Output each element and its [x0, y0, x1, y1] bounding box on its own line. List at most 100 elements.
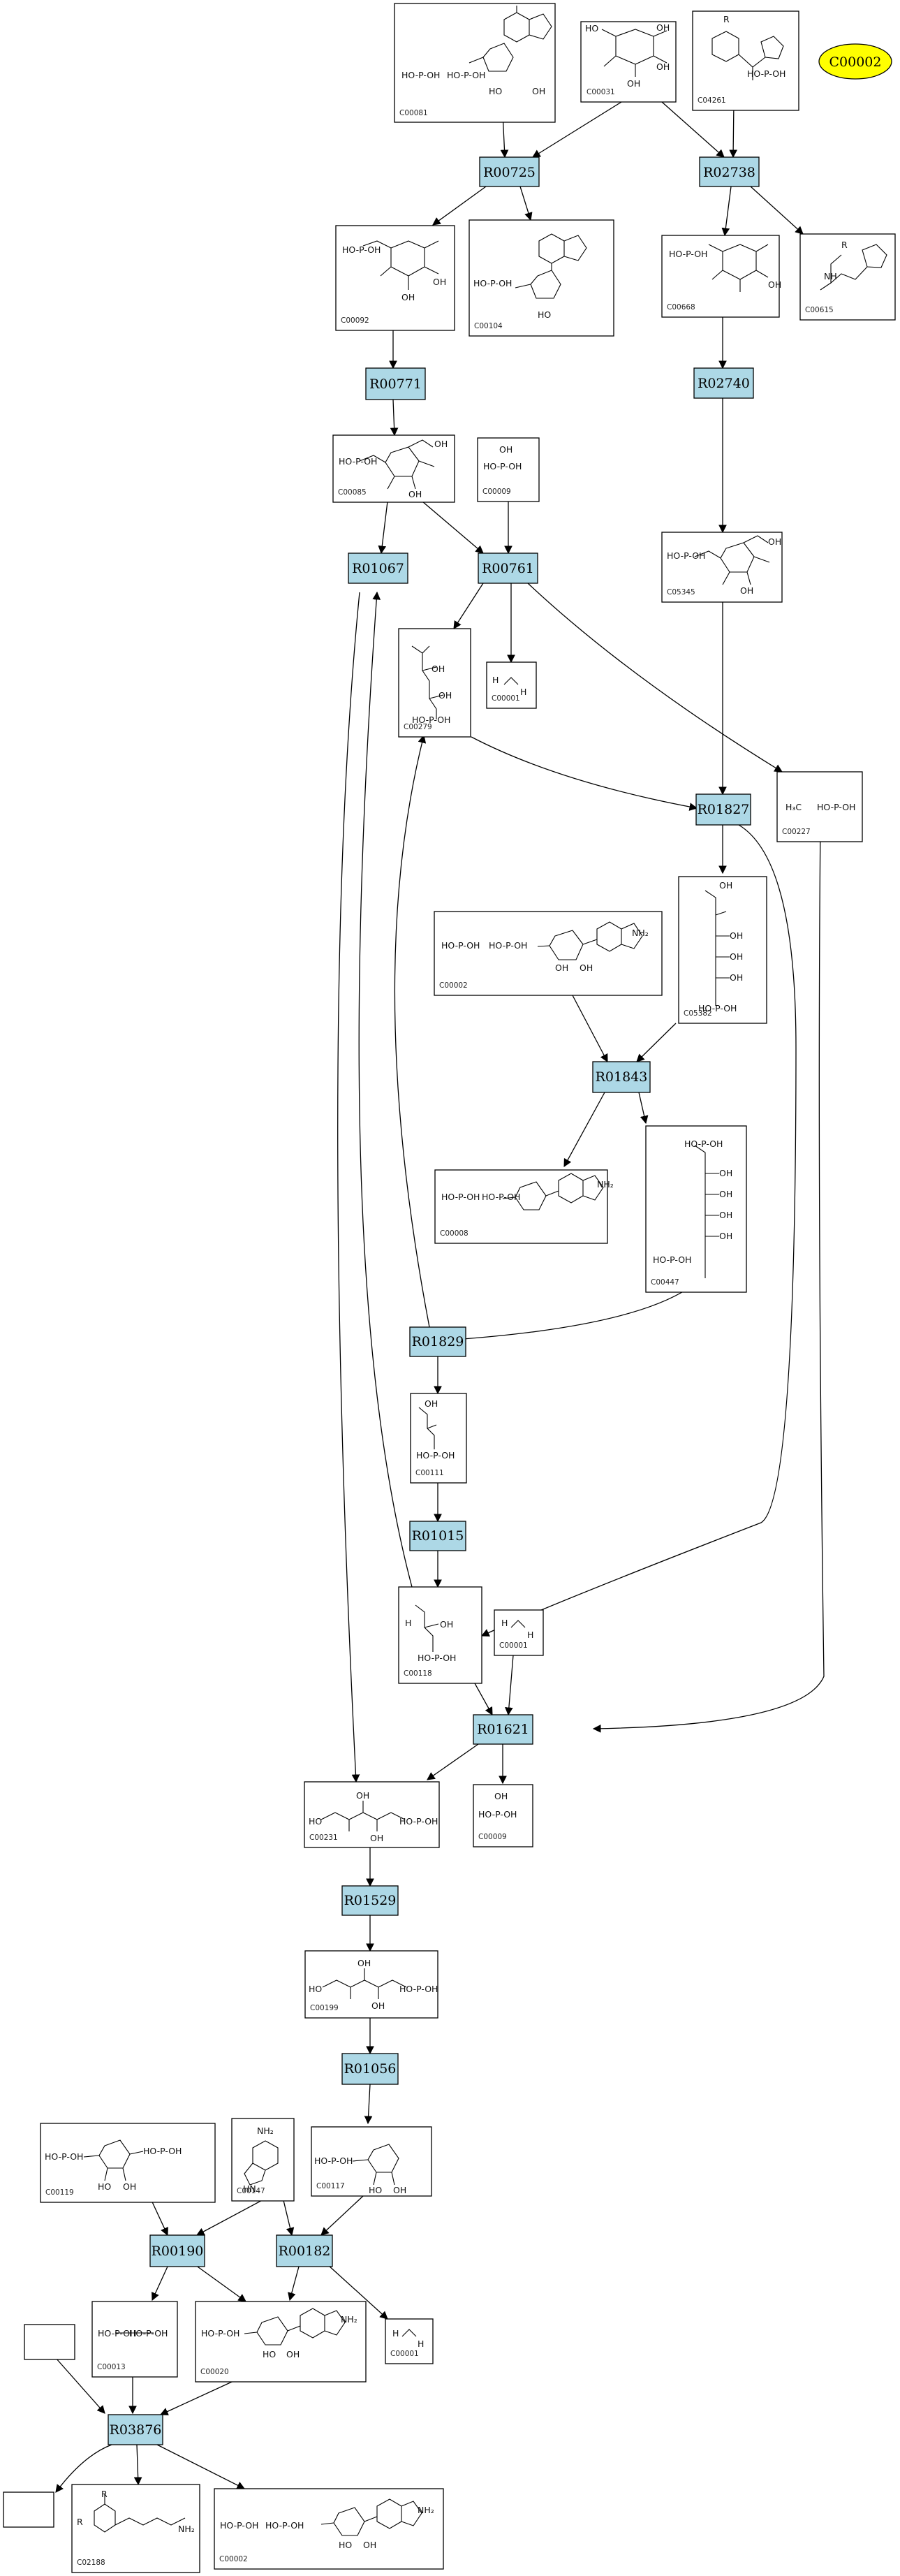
compound-box[interactable]: [304, 1781, 440, 1848]
reaction-node-r00725[interactable]: R00725: [479, 156, 540, 187]
edge: [133, 2444, 142, 2486]
hydroxyl-text: OH: [532, 86, 545, 96]
hydroxyl-text: OH: [740, 585, 753, 596]
reaction-node-r00190[interactable]: R00190: [149, 2234, 205, 2267]
compound-box[interactable]: [661, 532, 783, 603]
hydroxyl-text: OH: [356, 1790, 369, 1801]
svg-text:R02738: R02738: [703, 165, 755, 180]
compound-box[interactable]: [214, 2488, 444, 2570]
edge: [474, 1683, 493, 1716]
phosphate-text: HO-P-OH: [667, 550, 705, 561]
compound-box[interactable]: [304, 1950, 438, 2019]
compound-box[interactable]: [776, 771, 863, 842]
reaction-node-r01827[interactable]: R01827: [695, 793, 751, 826]
compound-label: C00147: [237, 2187, 265, 2195]
structure-c00092: [362, 240, 439, 290]
compound-box[interactable]: [580, 21, 677, 103]
edge: [636, 1023, 677, 1062]
edge: [196, 2197, 268, 2236]
reaction-node-r01843[interactable]: R01843: [592, 1061, 651, 1093]
hydroxyl-text: OH: [730, 930, 743, 941]
phosphate-text: HO-P-OH: [483, 461, 522, 471]
compound-box[interactable]: [3, 2491, 54, 2528]
hydroxyl-text: OH: [434, 439, 448, 449]
reaction-node-r01056[interactable]: R01056: [341, 2053, 399, 2085]
amine-text: NH₂: [597, 1179, 614, 1190]
reaction-node-r02740[interactable]: R02740: [693, 367, 754, 399]
hydroxyl-text: HO: [98, 2181, 111, 2192]
edge: [453, 583, 484, 629]
phosphate-text: HO-P-OH: [416, 1450, 455, 1461]
hydroxyl-text: HO: [339, 2540, 352, 2550]
compound-box[interactable]: [71, 2484, 200, 2573]
compound-box[interactable]: [231, 2118, 295, 2202]
compound-box[interactable]: [473, 1784, 533, 1847]
structure-text: HO-P-OH HO-P-OH HO OH HO OH OH OH R HO-P…: [45, 14, 855, 2550]
reaction-node-r00182[interactable]: R00182: [276, 2234, 333, 2267]
edge: [532, 101, 622, 158]
highlight-ellipse-c00002[interactable]: C00002: [818, 43, 892, 80]
phosphate-text: HO-P-OH: [201, 2328, 239, 2339]
reaction-node-r01621[interactable]: R01621: [473, 1714, 533, 1745]
reaction-node-r00771[interactable]: R00771: [365, 367, 426, 400]
reaction-node-r01829[interactable]: R01829: [409, 1326, 466, 1357]
compound-box[interactable]: [398, 1586, 482, 1684]
compound-label: C00002: [439, 981, 468, 990]
svg-text:R03876: R03876: [110, 2422, 162, 2438]
compound-box[interactable]: [645, 1125, 747, 1293]
r-group-text: R: [841, 240, 848, 250]
r-group-text: R: [101, 2489, 108, 2499]
edge: [288, 2266, 300, 2301]
compound-box[interactable]: [311, 2126, 432, 2197]
edge: [519, 186, 533, 221]
hydroxyl-text: OH: [286, 2349, 300, 2359]
structure-c00117: [352, 2144, 399, 2186]
compound-label: C00008: [440, 1229, 469, 1238]
compound-label: C00085: [338, 488, 367, 497]
compound-box[interactable]: [195, 2301, 367, 2383]
compound-box[interactable]: [24, 2324, 75, 2360]
hydrogen-text: H: [405, 1618, 411, 1628]
structure-c00111: [418, 1407, 437, 1449]
compound-box[interactable]: [40, 2123, 216, 2203]
compound-label: C00013: [97, 2363, 126, 2371]
structure-c00668: [708, 244, 769, 292]
structure-c00615: [820, 244, 887, 291]
reaction-node-r01067[interactable]: R01067: [348, 552, 408, 584]
edge: [55, 2357, 105, 2414]
hydrogen-text: H: [520, 687, 526, 697]
compound-box[interactable]: [799, 233, 896, 321]
hydrogen-text: H: [501, 1618, 508, 1628]
edge: [55, 2444, 112, 2493]
edge: [337, 592, 360, 1783]
phosphate-text: HO-P-OH: [143, 2146, 182, 2156]
compound-label: C00231: [309, 1834, 338, 1842]
compound-box[interactable]: [385, 2318, 434, 2364]
compound-box[interactable]: [332, 434, 455, 503]
phosphate-text: HO-P-OH: [447, 70, 485, 80]
edge: [378, 501, 388, 555]
hydroxyl-text: OH: [719, 1231, 732, 1241]
compound-box[interactable]: [477, 437, 540, 502]
edge: [282, 2197, 295, 2237]
phosphate-text: HO-P-OH: [473, 278, 512, 288]
compound-box[interactable]: [394, 3, 556, 123]
compound-box[interactable]: [494, 1609, 544, 1656]
compound-box[interactable]: [91, 2301, 178, 2378]
edge: [572, 995, 608, 1063]
compound-label: C00447: [651, 1278, 679, 1287]
reaction-node-r01529[interactable]: R01529: [341, 1885, 399, 1916]
reaction-node-r03876[interactable]: R03876: [108, 2414, 163, 2445]
reaction-node-r00761[interactable]: R00761: [478, 552, 538, 584]
reaction-node-r02738[interactable]: R02738: [699, 156, 760, 187]
edge: [156, 2444, 246, 2489]
edge: [471, 736, 698, 811]
compound-box[interactable]: [434, 911, 663, 996]
hydroxyl-text: OH: [371, 2000, 385, 2011]
compound-box[interactable]: [678, 876, 767, 1024]
compound-box[interactable]: [398, 628, 471, 738]
compound-box[interactable]: [486, 661, 537, 709]
svg-text:R01056: R01056: [344, 2061, 397, 2077]
reaction-node-r01015[interactable]: R01015: [409, 1521, 466, 1551]
